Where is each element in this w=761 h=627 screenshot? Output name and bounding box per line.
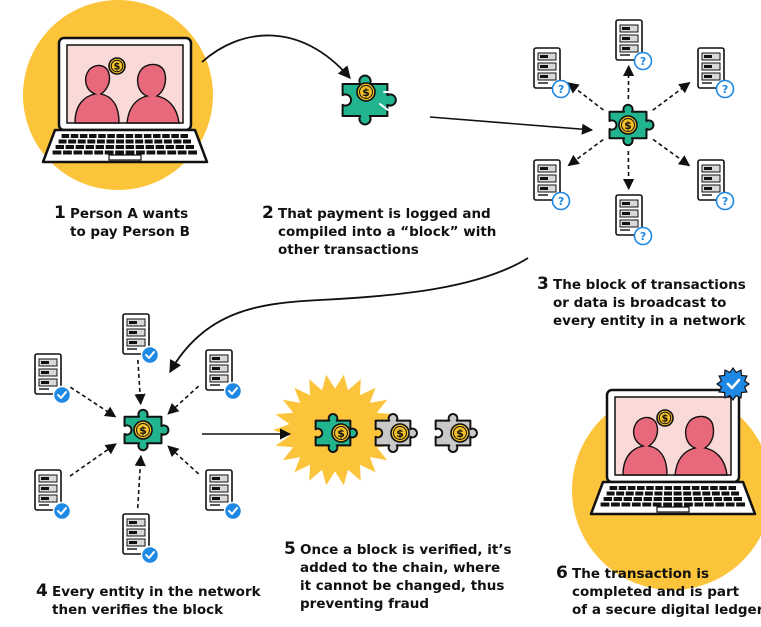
step-2-line-3: other transactions (278, 242, 419, 258)
svg-text:?: ? (558, 83, 564, 96)
check-badge-icon (52, 501, 72, 521)
verify-arrow (69, 443, 117, 477)
svg-text:$: $ (362, 86, 370, 99)
svg-text:?: ? (640, 55, 646, 68)
step-4-number: 4 (36, 581, 48, 601)
step-3-line-2: or data is broadcast to (553, 295, 727, 311)
step-2-caption: 2 That payment is logged and compiled in… (262, 203, 497, 259)
step-4-line-1: Every entity in the network (52, 584, 261, 600)
svg-text:?: ? (558, 195, 564, 208)
check-badge-icon (223, 381, 243, 401)
step-3-caption: 3 The block of transactions or data is b… (537, 274, 746, 330)
step-5-line-2: added to the chain, where (300, 560, 501, 576)
dollar-coin-icon: $ (331, 423, 351, 443)
verify-arrow (167, 385, 200, 415)
step-3-number: 3 (537, 274, 549, 294)
server-icon (122, 513, 160, 565)
step-1-laptop-icon: $ (41, 36, 209, 164)
svg-text:$: $ (139, 424, 147, 437)
keyboard (600, 486, 745, 507)
svg-text:$: $ (662, 413, 669, 424)
step-6-number: 6 (556, 563, 568, 583)
svg-text:$: $ (114, 61, 121, 72)
question-badge-icon: ? (551, 79, 571, 99)
step-1-line-2: to pay Person B (70, 224, 190, 240)
step-3-line-1: The block of transactions (553, 277, 746, 293)
dollar-coin-icon: $ (356, 82, 376, 102)
broadcast-arrow (567, 82, 604, 111)
step-6-line-2: completed and is part (572, 584, 740, 600)
server-icon: ? (533, 159, 571, 211)
svg-text:$: $ (396, 427, 404, 440)
step-3-line-3: every entity in a network (553, 313, 746, 329)
flow-arrow-3-to-4 (169, 257, 529, 374)
question-badge-icon: ? (715, 191, 735, 211)
svg-text:?: ? (640, 230, 646, 243)
step-1-number: 1 (54, 203, 66, 223)
check-badge-icon (223, 501, 243, 521)
step-6-line-1: The transaction is (572, 566, 709, 582)
server-icon (205, 469, 243, 521)
step-5-line-1: Once a block is verified, it’s (300, 542, 512, 558)
svg-text:?: ? (722, 195, 728, 208)
step-5-line-3: it cannot be changed, thus (300, 578, 505, 594)
verify-arrow (167, 445, 200, 475)
step-2-line-1: That payment is logged and (278, 206, 491, 222)
people-icon (74, 63, 180, 124)
server-icon: ? (533, 47, 571, 99)
dollar-coin-icon: $ (133, 420, 153, 440)
step-6-caption: 6 The transaction is completed and is pa… (556, 563, 761, 619)
step-4-caption: 4 Every entity in the network then verif… (36, 581, 261, 619)
question-badge-icon: ? (715, 79, 735, 99)
verify-arrow (134, 359, 146, 406)
dollar-coin-icon: $ (108, 57, 126, 75)
question-badge-icon: ? (551, 191, 571, 211)
dollar-coin-icon: $ (656, 409, 674, 427)
broadcast-arrow (567, 138, 604, 167)
sparkle-lines (379, 73, 395, 111)
question-badge-icon: ? (633, 226, 653, 246)
broadcast-arrow (652, 138, 691, 167)
step-4-line-2: then verifies the block (52, 602, 224, 618)
dollar-coin-icon: $ (450, 423, 470, 443)
step-6-laptop-icon: $ (589, 366, 757, 516)
step-2-line-2: compiled into a “block” with (278, 224, 497, 240)
flow-arrow-1-to-2 (201, 34, 351, 79)
people-icon (622, 415, 728, 476)
svg-text:$: $ (624, 119, 632, 132)
server-icon: ? (697, 159, 735, 211)
flow-arrow-2-to-3 (429, 116, 594, 135)
step-1-caption: 1 Person A wants to pay Person B (54, 203, 190, 241)
server-icon (34, 469, 72, 521)
step-5-number: 5 (284, 539, 296, 559)
broadcast-arrow (652, 82, 691, 111)
check-badge-icon (140, 545, 160, 565)
server-icon: ? (615, 194, 653, 246)
step-1-line-1: Person A wants (70, 206, 189, 222)
verified-badge-icon (715, 366, 751, 402)
server-icon (122, 313, 160, 365)
dollar-coin-icon: $ (618, 115, 638, 135)
server-icon (205, 349, 243, 401)
step-2-number: 2 (262, 203, 274, 223)
server-icon: ? (697, 47, 735, 99)
step-5-caption: 5 Once a block is verified, it’s added t… (284, 539, 512, 613)
step-5-line-4: preventing fraud (300, 596, 430, 612)
check-badge-icon (52, 385, 72, 405)
keyboard (52, 134, 197, 155)
verify-arrow (134, 454, 146, 509)
dollar-coin-icon: $ (390, 423, 410, 443)
verify-arrow (69, 386, 117, 418)
svg-text:$: $ (337, 427, 345, 440)
server-icon: ? (615, 19, 653, 71)
server-icon (34, 353, 72, 405)
svg-text:?: ? (722, 83, 728, 96)
svg-text:$: $ (456, 427, 464, 440)
check-badge-icon (140, 345, 160, 365)
step-6-line-3: of a secure digital ledger (572, 602, 761, 618)
question-badge-icon: ? (633, 51, 653, 71)
